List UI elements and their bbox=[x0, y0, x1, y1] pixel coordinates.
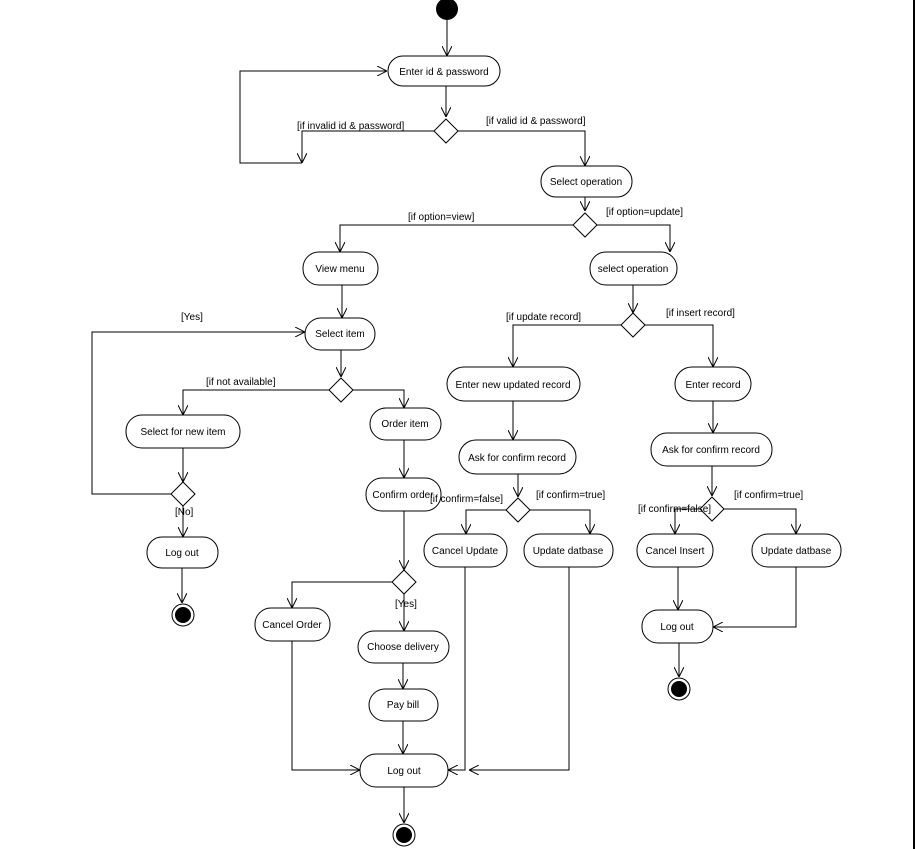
decision-login bbox=[433, 118, 459, 144]
guard-insert-record: [if insert record] bbox=[666, 308, 735, 319]
action-log-out-right: Log out bbox=[641, 609, 714, 644]
action-label: Enter id & password bbox=[399, 67, 489, 78]
decision-order bbox=[391, 569, 417, 595]
guard-labels: [if invalid id & password] [if valid id … bbox=[175, 116, 803, 610]
action-label: Log out bbox=[387, 766, 421, 777]
action-label: Select operation bbox=[550, 177, 622, 188]
decision-retry bbox=[170, 481, 196, 507]
final-node-bottom bbox=[392, 823, 416, 847]
action-enter-record: Enter record bbox=[674, 366, 752, 402]
action-update-database-1: Update datbase bbox=[523, 533, 614, 568]
action-confirm-order: Confirm order bbox=[365, 477, 442, 512]
action-label: Cancel Insert bbox=[646, 546, 705, 557]
action-label: Cancel Order bbox=[262, 620, 322, 631]
decision-nodes bbox=[170, 118, 725, 595]
decision-confirm-insert bbox=[699, 496, 725, 522]
guard-confirm-true-1: [if confirm=true] bbox=[536, 490, 605, 501]
guard-option-view: [if option=view] bbox=[408, 212, 475, 223]
action-label: Pay bill bbox=[387, 700, 419, 711]
action-label: Update datbase bbox=[761, 546, 832, 557]
action-select-item: Select item bbox=[304, 317, 376, 351]
action-label: Cancel Update bbox=[432, 546, 499, 557]
action-label: View menu bbox=[315, 264, 364, 275]
guard-no: [No] bbox=[175, 507, 194, 518]
action-label: Order item bbox=[381, 419, 428, 430]
guard-valid: [if valid id & password] bbox=[486, 116, 586, 127]
action-label: Update datbase bbox=[533, 546, 604, 557]
action-log-out-left: Log out bbox=[146, 536, 219, 569]
edges bbox=[91, 20, 796, 823]
action-ask-confirm-update: Ask for confirm record bbox=[458, 439, 577, 475]
guard-not-available: [if not available] bbox=[206, 377, 276, 388]
action-select-new-item: Select for new item bbox=[125, 414, 241, 449]
guard-confirm-false-2: [if confirm=false] bbox=[638, 504, 711, 515]
action-ask-confirm-insert: Ask for confirm record bbox=[650, 432, 773, 467]
action-cancel-order: Cancel Order bbox=[254, 607, 331, 642]
guard-yes-loop: [Yes] bbox=[181, 312, 203, 323]
final-node-right bbox=[667, 677, 691, 701]
action-update-database-2: Update datbase bbox=[751, 533, 842, 568]
action-label: Enter record bbox=[685, 380, 740, 391]
action-label: Select item bbox=[315, 329, 364, 340]
decision-confirm-update bbox=[505, 497, 531, 523]
page-border bbox=[913, 0, 915, 849]
action-cancel-insert: Cancel Insert bbox=[636, 533, 714, 568]
guard-update-record: [if update record] bbox=[506, 312, 581, 323]
action-label: Ask for confirm record bbox=[662, 445, 760, 456]
action-pay-bill: Pay bill bbox=[368, 688, 439, 722]
initial-node bbox=[436, 0, 458, 20]
action-label: Select for new item bbox=[140, 427, 225, 438]
decision-record-type bbox=[620, 312, 646, 338]
guard-invalid: [if invalid id & password] bbox=[297, 121, 404, 132]
action-enter-id-password: Enter id & password bbox=[387, 55, 501, 87]
guard-confirm-false-1: [if confirm=false] bbox=[430, 494, 503, 505]
action-select-operation-2: select operation bbox=[589, 251, 678, 286]
guard-option-update: [if option=update] bbox=[606, 207, 683, 218]
action-label: select operation bbox=[598, 264, 669, 275]
guard-yes-order: [Yes] bbox=[395, 599, 417, 610]
action-label: Enter new updated record bbox=[455, 380, 570, 391]
action-log-out-bottom: Log out bbox=[359, 753, 449, 788]
action-label: Confirm order bbox=[372, 490, 434, 501]
action-view-menu: View menu bbox=[302, 251, 379, 286]
action-enter-new-updated-record: Enter new updated record bbox=[446, 366, 581, 402]
action-order-item: Order item bbox=[369, 407, 442, 441]
action-label: Log out bbox=[165, 548, 199, 559]
action-choose-delivery: Choose delivery bbox=[357, 630, 450, 664]
decision-option bbox=[572, 212, 598, 238]
action-label: Choose delivery bbox=[367, 642, 439, 653]
action-select-operation: Select operation bbox=[540, 165, 633, 198]
action-label: Log out bbox=[660, 622, 694, 633]
decision-availability bbox=[328, 377, 354, 403]
action-cancel-update: Cancel Update bbox=[423, 533, 508, 568]
final-node-left bbox=[171, 603, 195, 627]
action-label: Ask for confirm record bbox=[468, 453, 566, 464]
guard-confirm-true-2: [if confirm=true] bbox=[734, 490, 803, 501]
